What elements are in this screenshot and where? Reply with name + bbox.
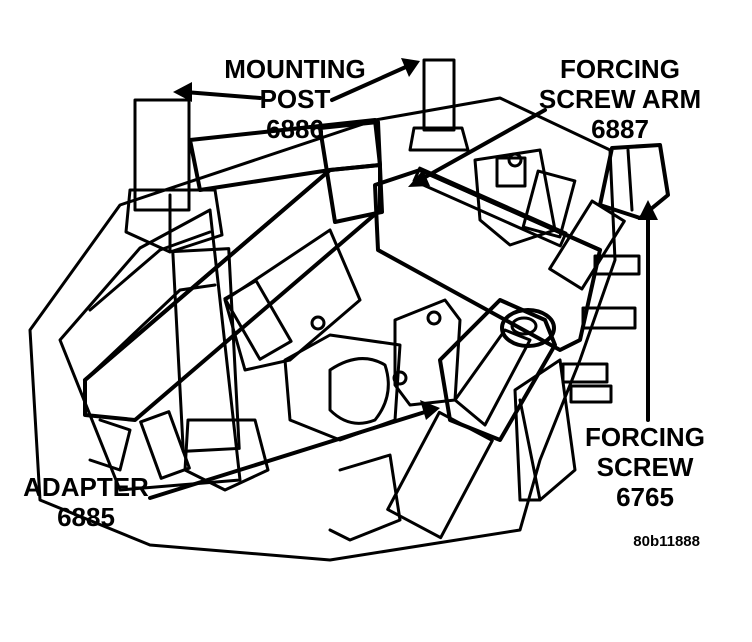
forcing-screw-arm-line2: SCREW ARM bbox=[539, 84, 701, 114]
callout-adapter: ADAPTER 6885 bbox=[23, 472, 149, 532]
forcing-screw-arm bbox=[373, 166, 602, 352]
forcing-screw-line1: FORCING bbox=[585, 422, 705, 452]
callout-forcing-screw-arm: FORCING SCREW ARM 6887 bbox=[539, 54, 701, 144]
forcing-screw-number: 6765 bbox=[616, 482, 674, 512]
adapter-number: 6885 bbox=[57, 502, 115, 532]
mounting-post-rear bbox=[408, 58, 470, 152]
figure-reference: 80b11888 bbox=[633, 533, 700, 550]
leader-lines bbox=[148, 58, 658, 500]
forcing-screw bbox=[548, 143, 670, 291]
cylinder-head-studs bbox=[561, 254, 641, 404]
forcing-screw-arm-number: 6887 bbox=[591, 114, 649, 144]
tool-fixture-bar bbox=[83, 118, 384, 422]
forcing-screw-arm-line1: FORCING bbox=[560, 54, 680, 84]
mounting-post-number: 6886 bbox=[266, 114, 324, 144]
adapter-line1: ADAPTER bbox=[23, 472, 149, 502]
callout-forcing-screw: FORCING SCREW 6765 bbox=[585, 422, 705, 512]
callout-mounting-post: MOUNTING POST 6886 bbox=[224, 54, 366, 144]
adapter-tool bbox=[386, 298, 557, 540]
mounting-post-line2: POST bbox=[260, 84, 331, 114]
mounting-post-line1: MOUNTING bbox=[224, 54, 366, 84]
forcing-screw-line2: SCREW bbox=[597, 452, 694, 482]
valve-spring-group bbox=[139, 169, 577, 480]
mounting-post-front bbox=[124, 98, 270, 492]
